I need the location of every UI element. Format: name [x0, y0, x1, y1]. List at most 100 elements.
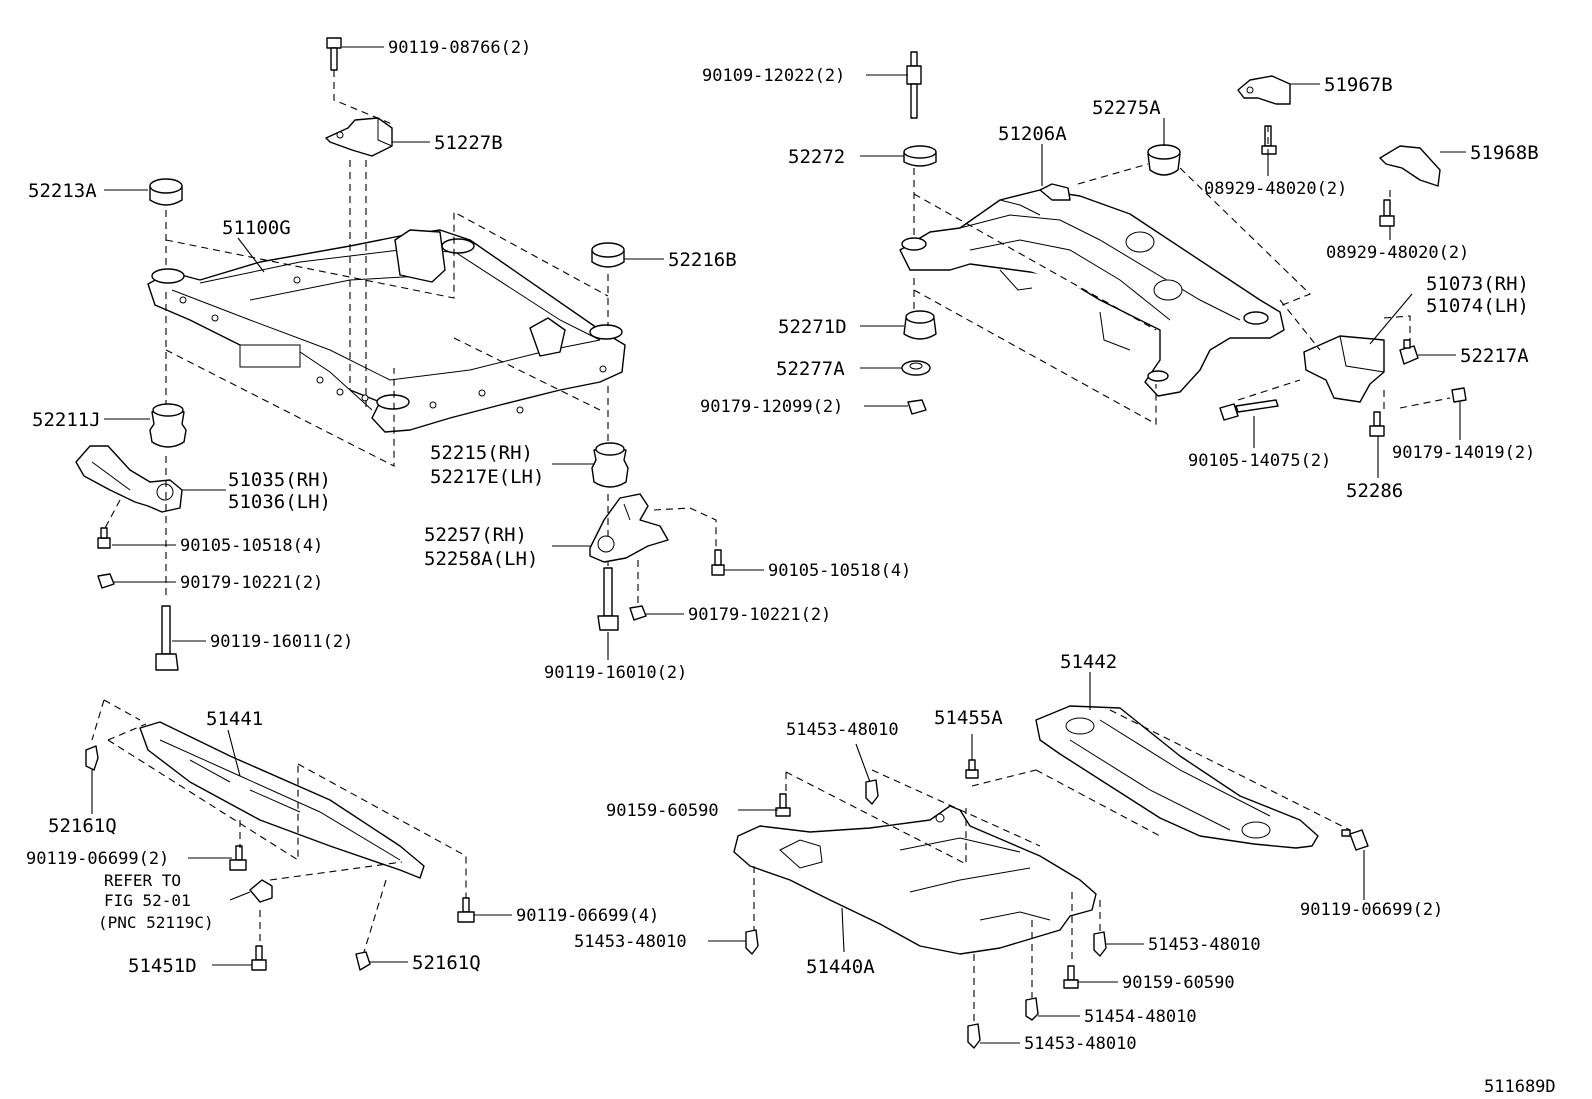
illustration-reference-number: 511689D [1484, 1077, 1556, 1097]
bolt-51451D [251, 945, 267, 971]
stopper-52257 [589, 493, 669, 563]
assembly-lines [91, 70, 1451, 1024]
label-90179-14019: 90179-14019(2) [1392, 443, 1535, 463]
bracket-51073 [1303, 335, 1385, 403]
label-52271D: 52271D [778, 316, 847, 338]
nut-90179-14019 [1451, 387, 1467, 403]
label-51074: 51074(LH) [1426, 295, 1529, 317]
label-51035: 51035(RH) [228, 469, 331, 491]
label-90119-16011: 90119-16011(2) [210, 632, 353, 652]
cushion-52213A [149, 178, 183, 206]
bolt-90159-60590-a [775, 793, 791, 817]
bolt-08929-48020-a [1261, 125, 1277, 155]
nut-90179-12099 [907, 399, 927, 415]
label-51451D: 51451D [128, 955, 197, 977]
label-51440A: 51440A [806, 956, 875, 978]
label-51967B: 51967B [1324, 74, 1393, 96]
label-52217A: 52217A [1460, 345, 1529, 367]
nut-52217A [1399, 339, 1419, 365]
label-90119-06699-b: 90119-06699(4) [516, 906, 659, 926]
bolt-90119-08766 [326, 37, 342, 71]
label-90179-10221-right: 90179-10221(2) [688, 605, 831, 625]
label-52272: 52272 [788, 146, 845, 168]
label-51073: 51073(RH) [1426, 273, 1529, 295]
label-51968B: 51968B [1470, 142, 1539, 164]
label-52277A: 52277A [776, 358, 845, 380]
rear-suspension-member [899, 183, 1285, 397]
clip-51453-48010-d [967, 1023, 981, 1049]
label-52258A: 52258A(LH) [424, 548, 538, 570]
clip-52161Q-left [85, 745, 99, 771]
label-90119-08766: 90119-08766(2) [388, 38, 531, 58]
label-51036: 51036(LH) [228, 491, 331, 513]
bolt-90105-10518-right [711, 549, 725, 576]
nut-90179-10221-left [97, 573, 115, 589]
bracket-refer-52119C [249, 879, 273, 903]
label-90179-12099: 90179-12099(2) [700, 397, 843, 417]
label-52161Q-left: 52161Q [48, 815, 117, 837]
label-90179-10221-left: 90179-10221(2) [180, 573, 323, 593]
under-cover-51440A [733, 805, 1097, 955]
stopper-51035 [75, 445, 183, 513]
clip-51453-48010-b [745, 929, 759, 955]
label-51453-48010-b: 51453-48010 [574, 932, 687, 952]
label-51454-48010: 51454-48010 [1084, 1007, 1197, 1027]
label-52161Q-right: 52161Q [412, 952, 481, 974]
cushion-52215 [591, 442, 629, 488]
bracket-51227B [325, 117, 393, 157]
label-52215: 52215(RH) [430, 442, 533, 464]
stud-90109-12022 [906, 51, 922, 119]
label-52216B: 52216B [668, 249, 737, 271]
label-52213A: 52213A [28, 180, 97, 202]
label-52211J: 52211J [32, 409, 101, 431]
refer-line-1: REFER TO [104, 871, 181, 890]
label-52275A: 52275A [1092, 97, 1161, 119]
label-90159-60590-b: 90159-60590 [1122, 973, 1235, 993]
nut-90179-10221-right [629, 605, 647, 621]
cushion-52211J [149, 403, 187, 448]
label-90119-06699-left: 90119-06699(2) [26, 849, 169, 869]
under-cover-51441 [139, 721, 425, 879]
label-51453-48010-a: 51453-48010 [786, 720, 899, 740]
clip-51453-48010-a [865, 779, 879, 805]
bolt-90119-16010 [597, 567, 619, 631]
nut-51455A [965, 759, 979, 779]
clip-51454-48010 [1025, 997, 1039, 1021]
bolt-90159-60590-b [1063, 965, 1079, 989]
label-08929-48020-b: 08929-48020(2) [1326, 243, 1469, 263]
label-51227B: 51227B [434, 132, 503, 154]
bracket-51967B [1237, 75, 1291, 105]
clip-52161Q-right [355, 951, 371, 971]
label-51442: 51442 [1060, 651, 1117, 673]
label-90109-12022: 90109-12022(2) [702, 66, 845, 86]
bolt-90105-10518-left [97, 527, 111, 549]
bolt-90119-06699-c [1341, 829, 1369, 851]
label-90105-14075: 90105-14075(2) [1188, 451, 1331, 471]
bracket-51968B [1379, 145, 1441, 187]
washer-52277A [901, 360, 931, 376]
leader-lines [91, 46, 1466, 1044]
label-51100G: 51100G [222, 217, 291, 239]
bolt-90105-14075 [1219, 399, 1279, 421]
label-51441: 51441 [206, 708, 263, 730]
label-51453-48010-c: 51453-48010 [1148, 935, 1261, 955]
cushion-52216B [591, 242, 625, 268]
label-90105-10518-left: 90105-10518(4) [180, 536, 323, 556]
refer-line-2: FIG 52-01 [104, 891, 191, 910]
under-cover-51442 [1035, 705, 1319, 849]
label-51206A: 51206A [998, 123, 1067, 145]
label-90159-60590-a: 90159-60590 [606, 801, 719, 821]
cushion-52272 [903, 145, 937, 167]
label-51455A: 51455A [934, 707, 1003, 729]
cushion-52271D [903, 310, 937, 340]
refer-line-3: (PNC 52119C) [98, 913, 214, 932]
label-52217E: 52217E(LH) [430, 466, 544, 488]
label-90119-06699-c: 90119-06699(2) [1300, 900, 1443, 920]
label-90105-10518-right: 90105-10518(4) [768, 561, 911, 581]
front-crossmember [147, 229, 626, 433]
label-52257: 52257(RH) [424, 524, 527, 546]
bolt-08929-48020-b [1379, 199, 1395, 227]
bushing-52275A [1147, 144, 1181, 176]
bolt-90119-06699-b [457, 897, 475, 923]
